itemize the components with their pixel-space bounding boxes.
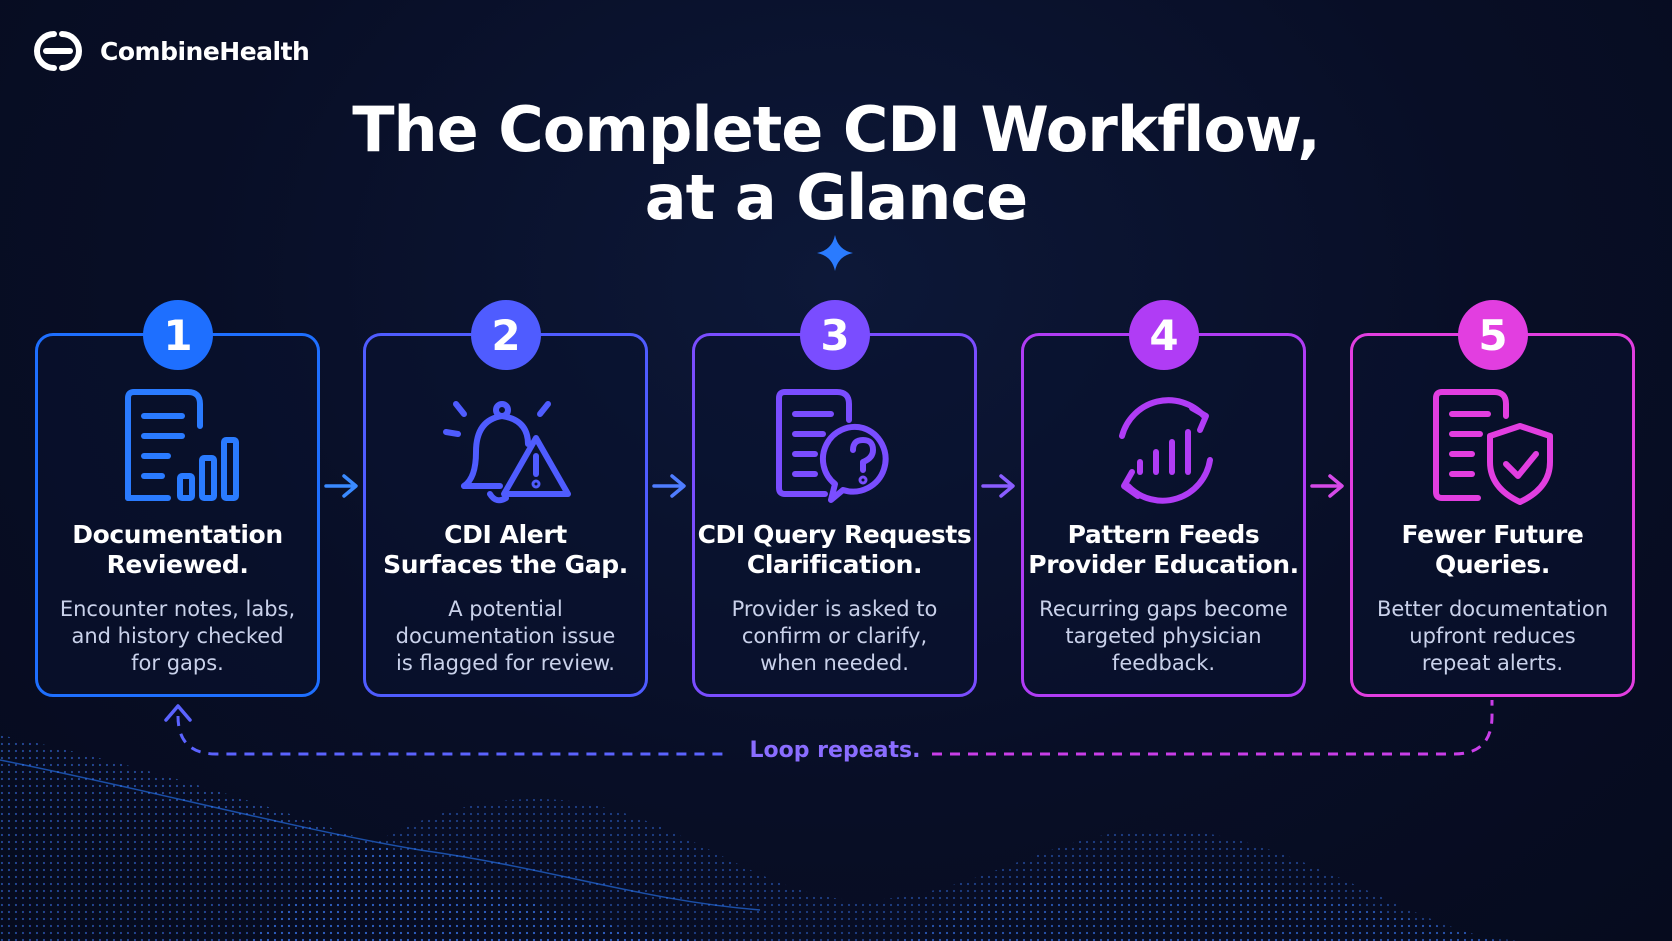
step-desc-4: Recurring gaps become targeted physician… <box>1039 597 1288 675</box>
step-card-2 <box>363 333 648 697</box>
document-question-icon <box>776 389 889 503</box>
document-chart-icon <box>125 389 239 501</box>
divider-star-icon <box>817 235 853 271</box>
wave-line <box>0 759 761 911</box>
brand-name: CombineHealth <box>100 36 310 66</box>
step-badge-1: 1 <box>143 300 213 370</box>
step-desc-5: Better documentation upfront reduces rep… <box>1376 597 1609 675</box>
page-title-line1: The Complete CDI Workflow, <box>352 93 1321 166</box>
arrow-1-2 <box>324 474 358 498</box>
step-title-2: CDI Alert Surfaces the Gap. <box>383 520 628 579</box>
dotted-wave-left <box>0 735 700 941</box>
page-title: The Complete CDI Workflow, at a Glance <box>0 96 1672 232</box>
step-title-4: Pattern Feeds Provider Education. <box>1028 520 1299 579</box>
loop-dashed-path-right <box>932 700 1494 756</box>
arrow-4-5 <box>1310 474 1344 498</box>
step-title-3: CDI Query Requests Clarification. <box>697 520 972 579</box>
cycle-chart-icon <box>1119 397 1213 504</box>
step-badge-2: 2 <box>471 300 541 370</box>
step-badge-3: 3 <box>800 300 870 370</box>
step-desc-1: Encounter notes, labs, and history check… <box>59 597 296 675</box>
dotted-wave-right <box>900 863 1520 941</box>
step-desc-2: A potential documentation issue is flagg… <box>395 597 616 675</box>
document-shield-icon <box>1433 389 1553 505</box>
page-title-line2: at a Glance <box>644 161 1028 234</box>
step-badge-5: 5 <box>1458 300 1528 370</box>
step-title-1: Documentation Reviewed. <box>72 520 283 579</box>
loop-dashed-path-left <box>176 715 728 756</box>
step-card-4 <box>1021 333 1306 697</box>
step-title-5: Fewer Future Queries. <box>1401 520 1584 579</box>
combinehealth-logo-icon <box>34 31 82 71</box>
step-badge-4: 4 <box>1129 300 1199 370</box>
arrow-3-4 <box>981 474 1015 498</box>
bell-alert-icon <box>443 401 571 504</box>
loop-label: Loop repeats. <box>749 738 921 763</box>
step-desc-3: Provider is asked to confirm or clarify,… <box>731 597 938 675</box>
loop-arrowhead-icon <box>164 704 192 722</box>
brand-logo: CombineHealth <box>26 28 310 74</box>
arrow-2-3 <box>652 474 686 498</box>
